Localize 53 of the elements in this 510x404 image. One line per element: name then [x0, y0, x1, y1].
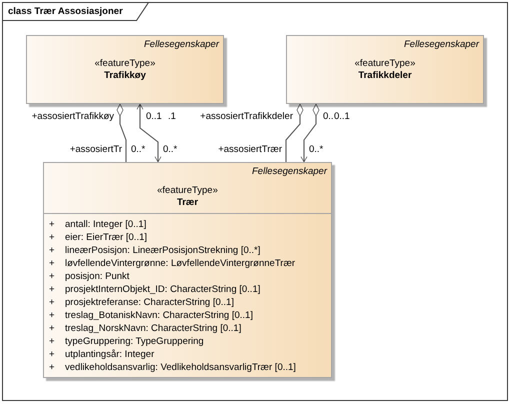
attribute-text: prosjektInternObjekt_ID: CharacterString [0..1]: [65, 284, 260, 296]
visibility-marker: +: [49, 310, 55, 322]
visibility-marker: +: [49, 258, 55, 270]
class-name: Trafikkøy: [104, 70, 146, 82]
attribute-text: utplantingsår: Integer: [65, 349, 154, 361]
class-box: [286, 35, 484, 104]
attribute-text: eier: EierTrær [0..1]: [65, 232, 148, 244]
role-name: +assosiertTrafikkdeler: [200, 111, 293, 123]
package-name: Fellesegenskaper: [252, 166, 327, 178]
class-box: [43, 162, 332, 378]
aggregation-line: [116, 104, 126, 162]
visibility-marker: +: [49, 219, 55, 231]
aggregation-arrow: [300, 104, 320, 162]
stereotype-label: «featureType»: [354, 58, 416, 70]
stereotype-label: «featureType»: [94, 58, 156, 70]
visibility-marker: +: [49, 245, 55, 257]
frame-title: class Trær Assosiasjoner: [8, 6, 123, 18]
attribute-text: antall: Integer [0..1]: [65, 219, 146, 231]
visibility-marker: +: [49, 349, 55, 361]
attribute-text: lineærPosisjon: LineærPosisjonStrekning [0..*]: [65, 245, 260, 257]
attribute-text: prosjektreferanse: CharacterString [0..1]: [65, 297, 234, 309]
multiplicity-label: .1: [168, 111, 176, 123]
role-name: +assosiertTrær: [218, 144, 282, 156]
class-name: Trafikkdeler: [358, 70, 412, 82]
package-name: Fellesegenskaper: [404, 39, 479, 51]
visibility-marker: +: [49, 336, 55, 348]
visibility-marker: +: [49, 362, 55, 374]
visibility-marker: +: [49, 323, 55, 335]
package-name: Fellesegenskaper: [144, 39, 219, 51]
multiplicity-label: 0..1: [146, 111, 162, 123]
attribute-text: posisjon: Punkt: [65, 271, 130, 283]
visibility-marker: +: [49, 284, 55, 296]
attribute-text: vedlikeholdsansvarlig: VedlikeholdsansvarligTrær [0..1]: [65, 362, 296, 374]
visibility-marker: +: [49, 232, 55, 244]
multiplicity-label: 0..: [323, 111, 334, 123]
stereotype-label: «featureType»: [157, 185, 218, 197]
visibility-marker: +: [49, 297, 55, 309]
multiplicity-label: 0..*: [131, 144, 146, 156]
diagram-frame: [2, 2, 508, 401]
aggregation-line: [286, 104, 304, 162]
attribute-text: typeGruppering: TypeGruppering: [65, 336, 204, 348]
class-name: Trær: [176, 197, 198, 209]
role-name: +assosiertTr: [70, 144, 122, 156]
association-arrow: [136, 104, 162, 162]
attribute-text: løvfellendeVintergrønne: LøvfellendeVintergrønneTrær: [65, 258, 296, 270]
attribute-text: treslag_BotaniskNavn: CharacterString [0..1]: [65, 310, 253, 322]
role-name: +assosiertTrafikkøy: [32, 111, 114, 123]
multiplicity-label: 0..*: [163, 144, 178, 156]
multiplicity-label: 0..*: [309, 144, 324, 156]
visibility-marker: +: [49, 271, 55, 283]
attribute-text: treslag_NorskNavn: CharacterString [0..1]: [65, 323, 242, 335]
class-box: [26, 35, 224, 104]
multiplicity-label: 0..1: [334, 111, 350, 123]
